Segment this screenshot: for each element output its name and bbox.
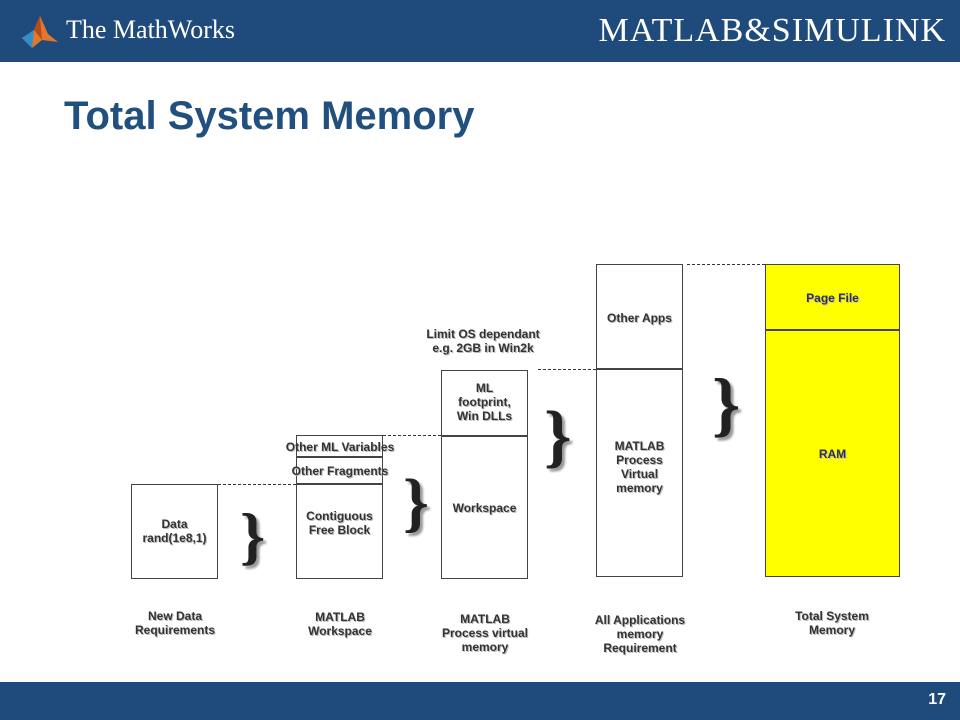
other-ml-variables-block	[296, 435, 383, 457]
other-fragments-label: Other Fragments	[291, 464, 389, 478]
header-bar: The MathWorks MATLAB&SIMULINK	[0, 0, 960, 62]
column-caption-total-system: Total System Memory	[795, 609, 869, 637]
data-block	[131, 484, 218, 579]
other-apps-block	[596, 264, 683, 369]
column-caption-all-applications: All Applications memory Requirement	[594, 613, 686, 655]
limit-os-annotation: Limit OS dependant e.g. 2GB in Win2k	[426, 327, 540, 355]
connector-line	[687, 264, 765, 265]
ram-block	[765, 330, 900, 577]
contiguous-free-block-label: Contiguous Free Block	[306, 509, 373, 537]
ml-footprint-block	[441, 370, 528, 436]
curly-brace: }	[403, 466, 430, 539]
ml-footprint-label: ML footprint, Win DLLs	[456, 381, 513, 423]
workspace-label: Workspace	[452, 501, 517, 515]
matlab-process-virtual-label: MATLAB Process Virtual memory	[614, 439, 665, 495]
column-caption-matlab-workspace: MATLAB Workspace	[308, 610, 372, 638]
connector-line	[218, 484, 296, 485]
membrane-logo-icon	[22, 16, 58, 48]
curly-brace: }	[240, 500, 266, 571]
workspace-block	[441, 436, 528, 579]
slide-title: Total System Memory	[64, 94, 475, 138]
data-block-label: Data rand(1e8,1)	[142, 517, 207, 545]
contiguous-free-block	[296, 484, 383, 579]
page-file-block	[765, 264, 900, 330]
ram-label: RAM	[818, 447, 847, 461]
mathworks-logo: The MathWorks	[20, 8, 235, 52]
column-caption-new-data: New Data Requirements	[134, 609, 216, 637]
page-number: 17	[928, 691, 946, 708]
matlab-process-virtual-block	[596, 369, 683, 577]
connector-line	[383, 435, 441, 436]
other-ml-variables-label: Other ML Variables	[285, 440, 395, 454]
connector-line	[538, 369, 596, 370]
company-name: The MathWorks	[66, 15, 236, 44]
footer-bar: 17	[0, 682, 960, 720]
brand-name: MATLAB&SIMULINK	[598, 12, 946, 49]
page-file-label: Page File	[806, 291, 859, 305]
curly-brace: }	[544, 398, 572, 475]
column-caption-process-virtual: MATLAB Process virtual memory	[441, 612, 529, 654]
other-apps-label: Other Apps	[607, 311, 672, 325]
other-fragments-block	[296, 457, 383, 484]
curly-brace: }	[712, 364, 741, 444]
